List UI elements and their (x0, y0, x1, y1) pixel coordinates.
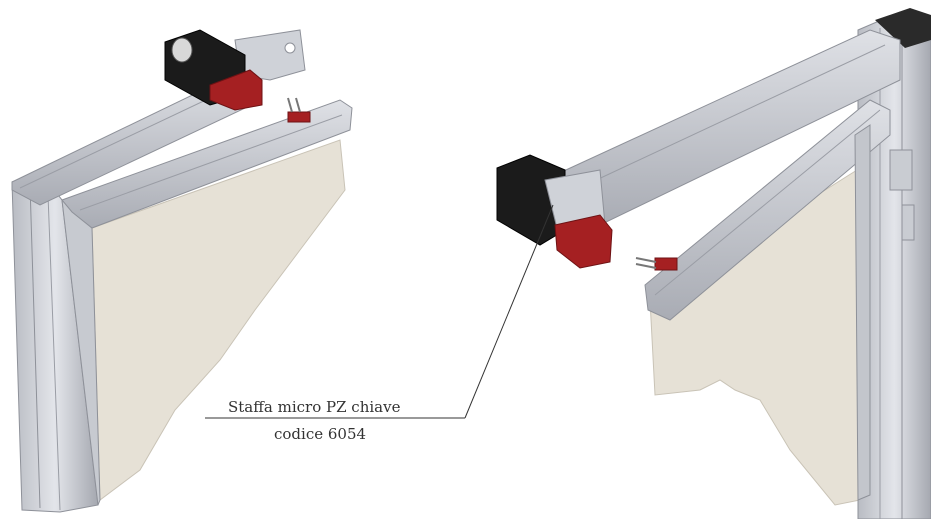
callout-leader (205, 204, 554, 419)
right-door-top-rail (644, 99, 891, 321)
callout-label-part-name: Staffa micro PZ chiave (228, 398, 401, 416)
right-safety-key-actuator (635, 257, 678, 271)
callout-label-part-code: codice 6054 (274, 425, 367, 443)
right-door-assembly (496, 8, 931, 519)
right-switch-bracket (554, 214, 613, 269)
left-door-panel (91, 139, 346, 501)
left-safety-key-actuator (287, 97, 311, 123)
left-door-assembly (11, 29, 353, 513)
left-switch-bracket (209, 69, 263, 111)
callout-pointer-line (464, 204, 554, 419)
